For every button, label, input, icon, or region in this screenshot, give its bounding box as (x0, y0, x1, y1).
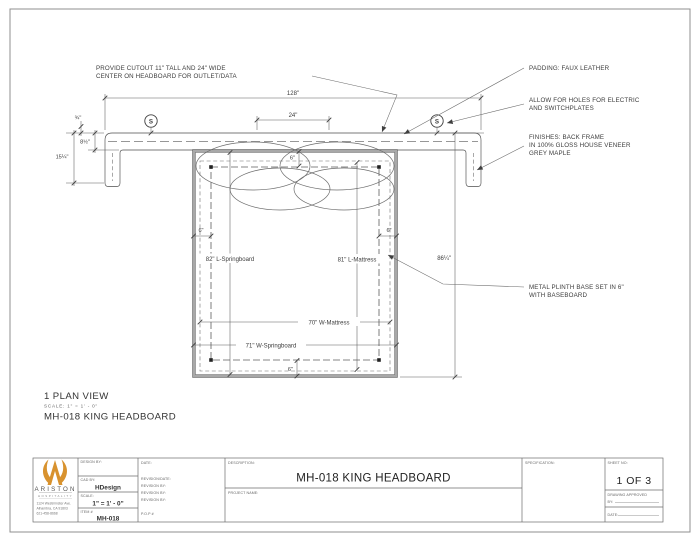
dim-springboard-length: 82" L-Springboard (206, 257, 255, 263)
description-label: DESCRIPTION: (228, 461, 255, 465)
note-padding: PADDING: FAUX LEATHER (529, 65, 610, 72)
description-value: MH-018 KING HEADBOARD (296, 473, 451, 485)
view-item-title: MH-018 KING HEADBOARD (44, 412, 176, 423)
approved-by-label: BY: (608, 500, 614, 504)
company-tagline: HOSPITALITY (38, 494, 73, 498)
headboard-right-return-cap (465, 182, 482, 187)
springboard-inner-line (195, 152, 395, 375)
scale-label: SCALE: (81, 494, 94, 498)
pillow-front-right (293, 167, 395, 211)
note-finishes-line2: IN 100% GLOSS HOUSE VENEER (529, 142, 631, 149)
dim-inset-left: 6" (198, 228, 203, 234)
switch-symbol-left-circle (144, 114, 158, 128)
item-value: MH-018 (97, 516, 120, 523)
logo-left-wing (42, 459, 52, 484)
pop-label: P.O.P # (141, 512, 154, 516)
view-scale: SCALE: 1" = 1' - 0" (44, 404, 98, 409)
revision-label-0: REVISION/DATE: (141, 477, 171, 481)
dim-mattress-width: 70" W-Mattress (308, 321, 349, 327)
company-address2: Alhambra, CA 91803 (37, 507, 68, 511)
dim-overall-width: 128" (287, 91, 299, 97)
dim-cutout-width: 24" (289, 113, 298, 119)
dim-mattress-length: 81" L-Mattress (338, 258, 377, 264)
dim-inset-right: 6" (386, 228, 391, 234)
headboard-outer-edge (104, 132, 482, 183)
view-title: 1 PLAN VIEW (44, 391, 109, 402)
annotations-group: PROVIDE CUTOUT 11" TALL AND 24" WIDE CEN… (96, 65, 640, 299)
dim-return-depth: 15¼" (56, 155, 69, 161)
company-address1: 1124 Westminster Ave. (37, 502, 72, 506)
leader-holes (446, 103, 525, 124)
switch-symbol-right-letter: S (435, 119, 439, 126)
leader-finishes (476, 145, 525, 171)
note-finishes-line3: GREY MAPLE (529, 150, 571, 157)
revision-label-2: REVISION BY: (141, 491, 166, 495)
cad-by-label: CAD BY: (81, 478, 96, 482)
company-name: ARISTON (34, 486, 76, 493)
cad-by-value: HDesign (95, 485, 121, 492)
date-label: DATE: (141, 461, 152, 465)
leader-plinth (387, 254, 525, 288)
headboard-outline (104, 132, 482, 187)
item-label: ITEM # (81, 510, 93, 514)
design-by-label: DESIGN BY: (81, 460, 102, 464)
scale-value: 1" = 1' - 0" (92, 501, 123, 508)
dim-overall-height: 86¼" (437, 256, 451, 262)
leader-cutout (311, 75, 398, 133)
dim-headboard-gap: 6" (290, 156, 295, 162)
note-plinth-line1: METAL PLINTH BASE SET IN 6" (529, 284, 624, 291)
note-finishes-line1: FINISHES: BACK FRAME (529, 134, 604, 141)
mattress-dashed-outline (199, 160, 391, 372)
sheet-no-value: 1 OF 3 (616, 475, 651, 487)
note-plinth-line2: WITH BASEBOARD (529, 292, 588, 299)
note-holes-line2: AND SWITCHPLATES (529, 105, 594, 112)
note-cutout-line1: PROVIDE CUTOUT 11" TALL AND 24" WIDE (96, 65, 226, 72)
note-holes-line1: ALLOW FOR HOLES FOR ELECTRIC (529, 97, 640, 104)
switch-symbols: S S (144, 114, 444, 136)
switch-symbol-right-circle (430, 114, 444, 128)
specification-label: SPECIFICATION: (525, 461, 555, 465)
approved-date-label: DATE: (608, 513, 619, 517)
leader-padding (403, 67, 525, 135)
headboard-left-return-cap (104, 182, 121, 187)
drawing-approved-label: DRAWING APPROVED (608, 493, 648, 497)
dim-return-inner: 8½" (80, 139, 90, 146)
pillow-front-left (229, 167, 331, 211)
revision-label-1: REVISION BY: (141, 484, 166, 488)
dim-back-frame: ¾" (75, 116, 82, 122)
switch-symbol-left-letter: S (149, 119, 153, 126)
plinth-corner-markers (209, 165, 381, 362)
logo-right-wing (58, 459, 68, 484)
sheet-no-label: SHEET NO: (608, 461, 628, 465)
company-logo (42, 459, 68, 485)
company-phone: 621-458-8668 (37, 512, 58, 516)
note-cutout-line2: CENTER ON HEADBOARD FOR OUTLET/DATA (96, 73, 238, 80)
project-name-label: PROJECT NAME: (228, 491, 258, 495)
view-title-group: 1 PLAN VIEW SCALE: 1" = 1' - 0" MH-018 K… (44, 391, 176, 423)
revision-label-3: REVISION BY: (141, 498, 166, 502)
springboard-band (192, 149, 398, 378)
pillow-back-right (279, 141, 395, 191)
sheet-border (9, 8, 691, 533)
dim-inset-bottom: 6" (288, 367, 293, 373)
pillow-back-left (195, 141, 311, 191)
dim-springboard-width: 71" W-Springboard (246, 344, 297, 350)
title-block: ARISTON HOSPITALITY 1124 Westminster Ave… (32, 457, 664, 523)
dimensions-group: 128" 24" 6" ¾" 8½" 15¼" 86¼" (56, 87, 484, 380)
